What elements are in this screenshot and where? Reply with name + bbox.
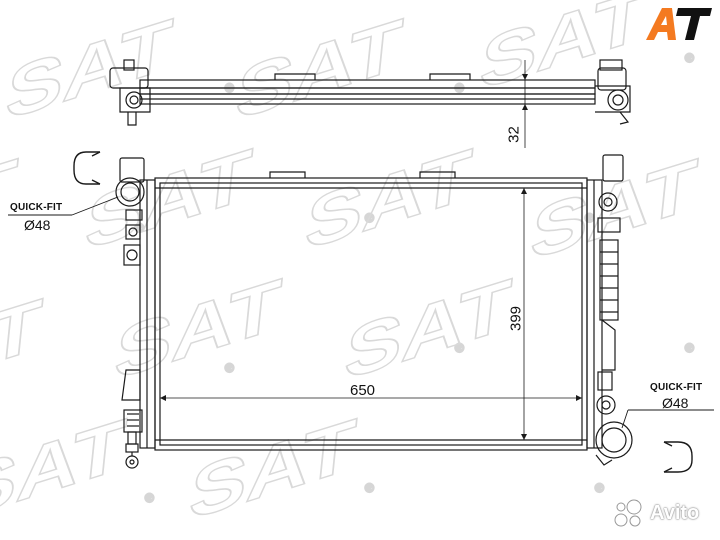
leader-line-left <box>71 196 119 216</box>
avito-wordmark: Avito <box>650 501 700 524</box>
watermark-registered-mark: ® <box>685 341 694 355</box>
diameter-label-right: Ø48 <box>662 395 689 411</box>
watermark-registered-mark: ® <box>585 211 594 225</box>
watermark-registered-mark: ® <box>365 211 374 225</box>
brand-logo-icon <box>646 8 712 40</box>
quick-fit-clip-left-icon <box>73 151 101 185</box>
radiator-top-view <box>109 59 631 148</box>
avito-dots-icon <box>614 499 642 527</box>
watermark-registered-mark: ® <box>685 51 694 65</box>
dimension-height-label: 399 <box>507 305 525 332</box>
avito-watermark: Avito <box>612 498 699 528</box>
quick-fit-label-left: QUICK-FIT <box>10 202 63 213</box>
watermark-registered-mark: ® <box>145 491 154 505</box>
watermark-registered-mark: ® <box>595 481 604 495</box>
watermark-registered-mark: ® <box>455 341 464 355</box>
watermark-registered-mark: ® <box>365 481 374 495</box>
quick-fit-clip-right-icon <box>663 441 693 473</box>
diameter-label-left: Ø48 <box>24 217 51 233</box>
quick-fit-label-right: QUICK-FIT <box>650 382 703 393</box>
radiator-front-view <box>115 154 633 469</box>
dimension-depth-label: 32 <box>505 126 523 143</box>
watermark-registered-mark: ® <box>225 361 234 375</box>
dimension-width-label: 650 <box>350 382 376 399</box>
